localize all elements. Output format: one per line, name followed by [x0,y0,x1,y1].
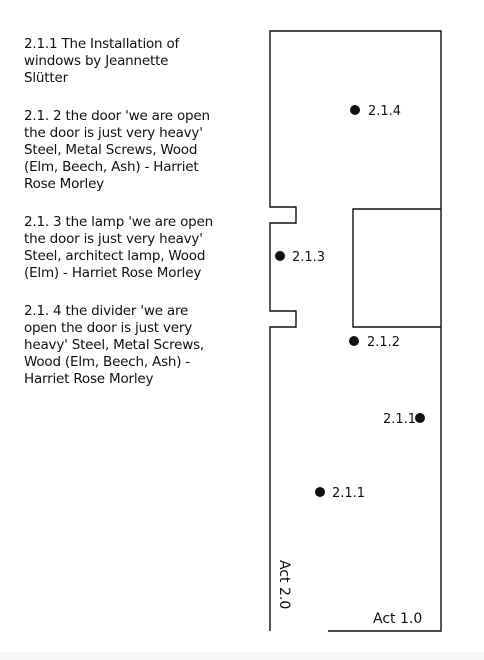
marker-2-1-1-lower: 2.1.1 [315,486,365,501]
legend-entry-2-1-2: 2.1. 2 the door 'we are open the door is… [24,108,210,192]
legend-entry-2-1-3: 2.1. 3 the lamp 'we are open the door is… [24,214,213,281]
marker-2-1-3: 2.1.3 [275,250,325,265]
marker-2-1-2: 2.1.2 [349,335,400,350]
marker-label: 2.1.2 [367,335,400,350]
plan-walls [269,30,442,632]
marker-dot [275,251,285,261]
marker-label: 2.1.4 [368,104,401,119]
bottom-strip [0,652,484,660]
act-1-label: Act 1.0 [373,611,422,627]
marker-dot [315,487,325,497]
legend-entry-2-1-4: 2.1. 4 the divider 'we are open the door… [24,303,205,387]
legend: 2.1.1 The Installation of windows by Jea… [24,36,244,409]
outer-wall [269,30,442,632]
marker-dot [415,413,425,423]
marker-label: 2.1.3 [292,250,325,265]
marker-label: 2.1.1 [383,412,416,427]
legend-entry-2-1-1: 2.1.1 The Installation of windows by Jea… [24,36,180,86]
marker-2-1-4: 2.1.4 [350,104,401,119]
marker-2-1-1-right: 2.1.1 [383,412,425,427]
act-2-label: Act 2.0 [276,560,292,609]
marker-dot [350,105,360,115]
marker-label: 2.1.1 [332,486,365,501]
inner-room-wall [352,208,441,328]
marker-dot [349,336,359,346]
